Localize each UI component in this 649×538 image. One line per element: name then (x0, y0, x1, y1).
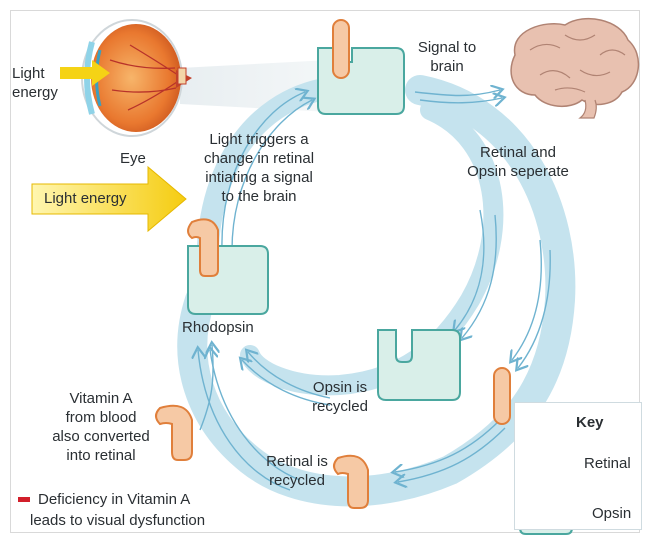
vitamin-a-line-2: from blood (36, 408, 166, 427)
separate-line-2: Opsin seperate (448, 162, 588, 181)
retinal-recycled-line-2: recycled (255, 471, 339, 490)
signal-to-brain-label: Signal to brain (412, 38, 482, 76)
triggers-label: Light triggers a change in retinal intia… (184, 130, 334, 206)
opsin-separated (378, 330, 460, 400)
deficiency-line-1: Deficiency in Vitamin A (38, 490, 190, 509)
retinal-recycled-line-1: Retinal is (255, 452, 339, 471)
light-energy-top-label: Light energy (12, 64, 58, 102)
signal-line-1: Signal to (412, 38, 482, 57)
triggers-line-1: Light triggers a (184, 130, 334, 149)
light-energy-arrow-label: Light energy (44, 189, 127, 208)
triggers-line-3: intiating a signal (184, 168, 334, 187)
light-energy-top-line-2: energy (12, 83, 58, 102)
key-retinal-label: Retinal (584, 455, 631, 472)
deficiency-label: Deficiency in Vitamin A (38, 490, 190, 509)
brain-illustration (511, 19, 638, 118)
opsin-recycled-line-1: Opsin is (300, 378, 380, 397)
vitamin-a-line-4: into retinal (36, 446, 166, 465)
triggers-line-4: to the brain (184, 187, 334, 206)
vitamin-a-line-3: also converted (36, 427, 166, 446)
vitamin-a-line-1: Vitamin A (36, 389, 166, 408)
deficiency-line-2: leads to visual dysfunction (30, 511, 205, 530)
opsin-recycled-line-2: recycled (300, 397, 380, 416)
eye-label: Eye (120, 149, 146, 168)
deficiency-marker (18, 497, 30, 502)
signal-line-2: brain (412, 57, 482, 76)
opsin-recycled-label: Opsin is recycled (300, 378, 380, 416)
rhodopsin-top (318, 20, 404, 114)
separate-line-1: Retinal and (448, 143, 588, 162)
key-opsin-label: Opsin (592, 505, 631, 522)
light-energy-top-line-1: Light (12, 64, 58, 83)
rhodopsin-left (188, 219, 268, 314)
retinal-separated (494, 368, 510, 424)
vitamin-a-label: Vitamin A from blood also converted into… (36, 389, 166, 465)
key-title: Key (576, 414, 604, 431)
triggers-line-2: change in retinal (184, 149, 334, 168)
rhodopsin-label: Rhodopsin (182, 318, 254, 337)
retinal-recycled-label: Retinal is recycled (255, 452, 339, 490)
separate-label: Retinal and Opsin seperate (448, 143, 588, 181)
